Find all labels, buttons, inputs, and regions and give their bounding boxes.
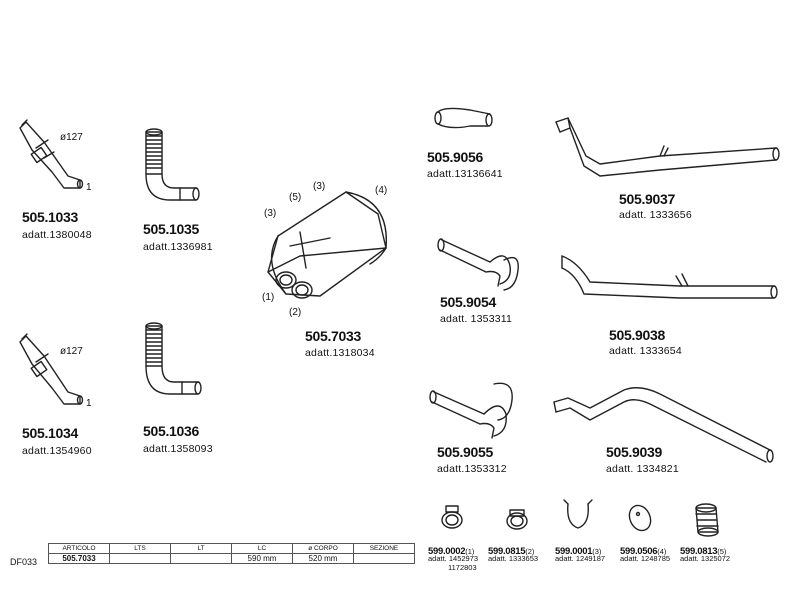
part-ref: adatt. 1333656 [619,209,692,221]
spec-table-value-row: 505.7033 590 mm 520 mm [48,553,415,564]
accessory-ref: adatt. 1452973 [428,554,479,563]
accessory-qty: (1) [465,547,475,556]
accessory-ref: adatt. 1333653 [488,554,539,563]
part-ref: adatt.1336981 [143,241,213,253]
pipe-505-9039-drawing [553,387,774,463]
spec-header-cell: SEZIONE [353,543,415,554]
muffler-callout: (4) [375,185,388,196]
part-code: 505.1036 [143,423,199,439]
pipe-505-9054-drawing [437,238,519,291]
spec-header-cell: LT [170,543,232,554]
muffler-callout: (1) [262,292,275,303]
accessory-qty: (5) [717,547,727,556]
part-code: 505.1035 [143,221,199,237]
part-ref: adatt. 1353311 [440,313,513,325]
muffler-callout: (3) [313,181,326,192]
accessory-ref: adatt. 1325072 [680,554,731,563]
page-code: DF033 [10,557,38,567]
clip-599-0001-drawing [563,499,593,529]
spec-value-cell [170,553,232,564]
pipe-505-1033-drawing [19,119,84,189]
part-code: 505.9056 [427,149,483,165]
part-ref: adatt. 1334821 [606,463,679,475]
pipe-505-9038-drawing [561,255,778,299]
accessory-qty: (2) [525,547,535,556]
callout-marker: 1 [86,182,92,193]
accessory-qty: (4) [657,547,667,556]
spec-value-cell [353,553,415,564]
accessory-qty: (3) [592,547,602,556]
part-code: 505.9039 [606,444,662,460]
accessory-label: 599.0002(1) [428,541,474,559]
part-code: 505.9037 [619,191,675,207]
spec-value-cell [109,553,171,564]
pipe-505-9037-drawing [555,117,780,177]
muffler-callout: (5) [289,192,302,203]
accessory-code: 599.0813 [680,546,718,557]
part-code: 505.9055 [437,444,493,460]
accessory-code: 599.0002 [428,546,466,557]
part-code: 505.9054 [440,294,496,310]
clamp-599-0002-drawing [441,505,463,529]
accessory-ref-alt: 1172803 [448,563,477,572]
accessory-label: 599.0815(2) [488,541,534,559]
part-ref: adatt.1380048 [22,229,92,241]
spec-header-cell: ARTICOLO [48,543,110,554]
accessory-code: 599.0001 [555,546,593,557]
muffler-callout: (2) [289,307,302,318]
accessory-label: 599.0001(3) [555,541,601,559]
pipe-505-1035-drawing [145,128,200,201]
diameter-label: ø127 [60,346,83,357]
accessory-ref: adatt. 1249187 [555,554,606,563]
spec-table-header-row: ARTICOLO LTS LT LC ø CORPO SEZIONE [48,543,415,554]
part-code: 505.1034 [22,425,78,441]
part-ref: adatt.13136641 [427,168,503,180]
part-code: 505.7033 [305,328,361,344]
part-ref: adatt.1353312 [437,463,507,475]
part-ref: adatt.1354960 [22,445,92,457]
gasket-599-0506-drawing [628,504,652,532]
accessory-ref: adatt. 1248785 [620,554,671,563]
pipe-505-9055-drawing [429,382,513,439]
spec-header-cell: LTS [109,543,171,554]
pipe-505-1034-drawing [19,333,84,405]
pipe-505-9056-drawing [434,107,493,129]
callout-marker: 1 [86,398,92,409]
accessory-code: 599.0815 [488,546,526,557]
accessory-label: 599.0506(4) [620,541,666,559]
part-code: 505.1033 [22,209,78,225]
part-code: 505.9038 [609,327,665,343]
part-ref: adatt.1358093 [143,443,213,455]
clamp-599-0815-drawing [506,509,528,530]
diameter-label: ø127 [60,132,83,143]
accessory-label: 599.0813(5) [680,541,726,559]
muffler-505-7033-drawing [267,191,388,299]
part-ref: adatt. 1333654 [609,345,682,357]
sleeve-599-0813-drawing [695,503,719,537]
pipe-505-1036-drawing [145,322,202,395]
spec-value-cell: 505.7033 [48,553,110,564]
accessory-code: 599.0506 [620,546,658,557]
muffler-callout: (3) [264,208,277,219]
spec-header-cell: LC [231,543,293,554]
spec-value-cell: 520 mm [292,553,354,564]
part-ref: adatt.1318034 [305,347,375,359]
spec-table: ARTICOLO LTS LT LC ø CORPO SEZIONE 505.7… [48,543,415,564]
spec-header-cell: ø CORPO [292,543,354,554]
spec-value-cell: 590 mm [231,553,293,564]
